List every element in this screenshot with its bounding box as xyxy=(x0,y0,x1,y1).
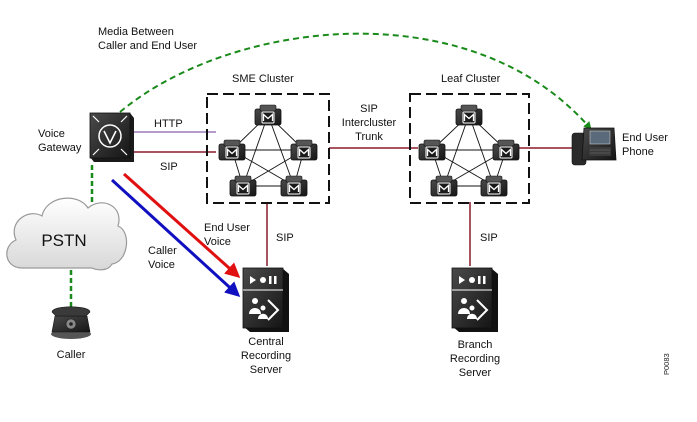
branch-recording-label-2: Recording xyxy=(450,353,500,365)
leaf-node-top xyxy=(455,104,483,126)
voice-gateway-label-2: Gateway xyxy=(38,142,82,154)
branch-recording-label-3: Server xyxy=(459,367,492,379)
end-user-phone-icon xyxy=(571,127,617,166)
end-user-voice-arrow xyxy=(122,172,241,279)
caller-phone-icon xyxy=(51,306,91,339)
sme-node-left xyxy=(218,139,246,161)
caller-voice-label-2: Voice xyxy=(148,259,175,271)
sip-intercluster-label-3: Trunk xyxy=(355,131,383,143)
sme-node-bottom-left xyxy=(229,175,257,197)
branch-recording-label: Branch xyxy=(458,339,493,351)
figure-id: P0083 xyxy=(662,353,671,375)
pstn-cloud-icon xyxy=(6,197,128,271)
sip-intercluster-label-2: Intercluster xyxy=(342,117,397,129)
sip-intercluster-label: SIP xyxy=(360,103,378,115)
caller-voice-arrow xyxy=(110,178,241,298)
sme-node-bottom-right xyxy=(280,175,308,197)
sme-node-top xyxy=(254,104,282,126)
http-label: HTTP xyxy=(154,118,183,130)
sme-cluster-box xyxy=(206,93,330,204)
pstn-label: PSTN xyxy=(41,231,86,250)
voice-gateway-label: Voice xyxy=(38,128,65,140)
media-label-2: Caller and End User xyxy=(98,40,197,52)
sme-cluster-label: SME Cluster xyxy=(232,73,294,85)
sip-gateway-label: SIP xyxy=(160,161,178,173)
voice-gateway-icon xyxy=(89,112,134,162)
sip-central-label: SIP xyxy=(276,232,294,244)
media-label: Media Between xyxy=(98,26,174,38)
end-user-voice-label-2: Voice xyxy=(204,236,231,248)
central-recording-server-icon xyxy=(242,267,289,332)
leaf-node-bottom-right xyxy=(480,175,508,197)
branch-recording-server-icon xyxy=(451,267,498,332)
sme-node-right xyxy=(290,139,318,161)
central-recording-label-2: Recording xyxy=(241,350,291,362)
caller-voice-label: Caller xyxy=(148,245,177,257)
caller-label: Caller xyxy=(57,349,86,361)
end-user-phone-label-2: Phone xyxy=(622,146,654,158)
leaf-node-bottom-left xyxy=(430,175,458,197)
end-user-voice-label: End User xyxy=(204,222,250,234)
media-path xyxy=(119,32,592,130)
leaf-node-left xyxy=(418,139,446,161)
central-recording-label: Central xyxy=(248,336,283,348)
leaf-node-right xyxy=(492,139,520,161)
leaf-cluster-label: Leaf Cluster xyxy=(441,73,501,85)
sip-branch-label: SIP xyxy=(480,232,498,244)
leaf-cluster-box xyxy=(409,93,530,204)
central-recording-label-3: Server xyxy=(250,364,283,376)
end-user-phone-label: End User xyxy=(622,132,668,144)
